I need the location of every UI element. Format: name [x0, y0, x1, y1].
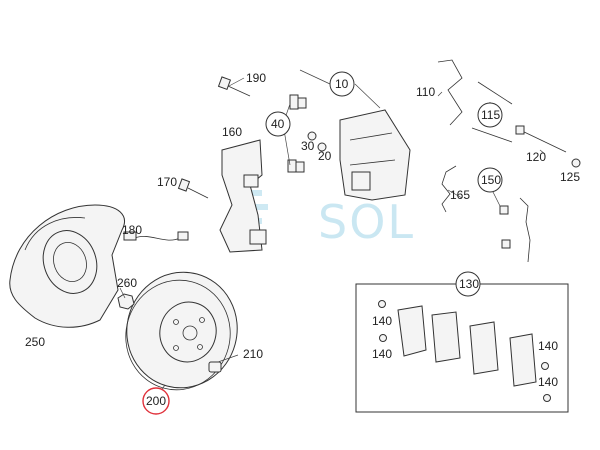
screw-125: [571, 158, 581, 168]
callout-115: [477, 102, 503, 128]
callout-150: [477, 167, 503, 193]
label-125: 125: [560, 170, 580, 184]
callout-130: [455, 271, 481, 297]
label-190: 190: [246, 71, 266, 85]
label-20: 20: [318, 149, 332, 163]
label-110: 110: [416, 85, 435, 99]
label-170: 170: [157, 175, 177, 189]
sensor-165: [441, 165, 457, 213]
callout-40: [265, 111, 291, 137]
guide-pins: [287, 94, 307, 173]
cap-20: [317, 142, 327, 152]
label-260: 260: [117, 276, 137, 290]
label-180: 180: [122, 223, 142, 237]
bolt-120: [515, 125, 567, 153]
caliper-carrier: [219, 139, 267, 253]
bolt-170: [177, 178, 209, 199]
label-210: 210: [243, 347, 263, 361]
brake-disc: [125, 271, 238, 391]
wear-sensor: [123, 231, 189, 241]
pad-kit-box: [355, 283, 569, 413]
label-200: 200: [146, 394, 166, 408]
label-150: 150: [481, 173, 501, 187]
highlight-circle-200: [142, 387, 170, 415]
label-115: 115: [481, 108, 500, 122]
spring-110: [437, 59, 463, 126]
label-30: 30: [301, 139, 315, 153]
label-140-d: 140: [538, 375, 558, 389]
caliper-housing: [339, 109, 411, 201]
parts-150: [499, 197, 531, 263]
label-10: 10: [335, 77, 349, 91]
label-250: 250: [25, 335, 45, 349]
label-120: 120: [526, 150, 546, 164]
label-140-a: 140: [372, 314, 392, 328]
label-140-c: 140: [372, 347, 392, 361]
watermark-text: SOL: [318, 195, 415, 249]
screw-210: [208, 361, 222, 373]
label-160: 160: [222, 125, 242, 139]
label-130: 130: [459, 277, 479, 291]
label-40: 40: [271, 117, 285, 131]
bolt-190: [217, 76, 251, 97]
guide-bolts-115: [471, 81, 513, 143]
cap-30: [307, 131, 317, 141]
screw-260: [117, 293, 135, 310]
label-140-b: 140: [538, 339, 558, 353]
dust-shield: [9, 204, 125, 328]
label-165: 165: [450, 188, 470, 202]
callout-10: [329, 71, 355, 97]
